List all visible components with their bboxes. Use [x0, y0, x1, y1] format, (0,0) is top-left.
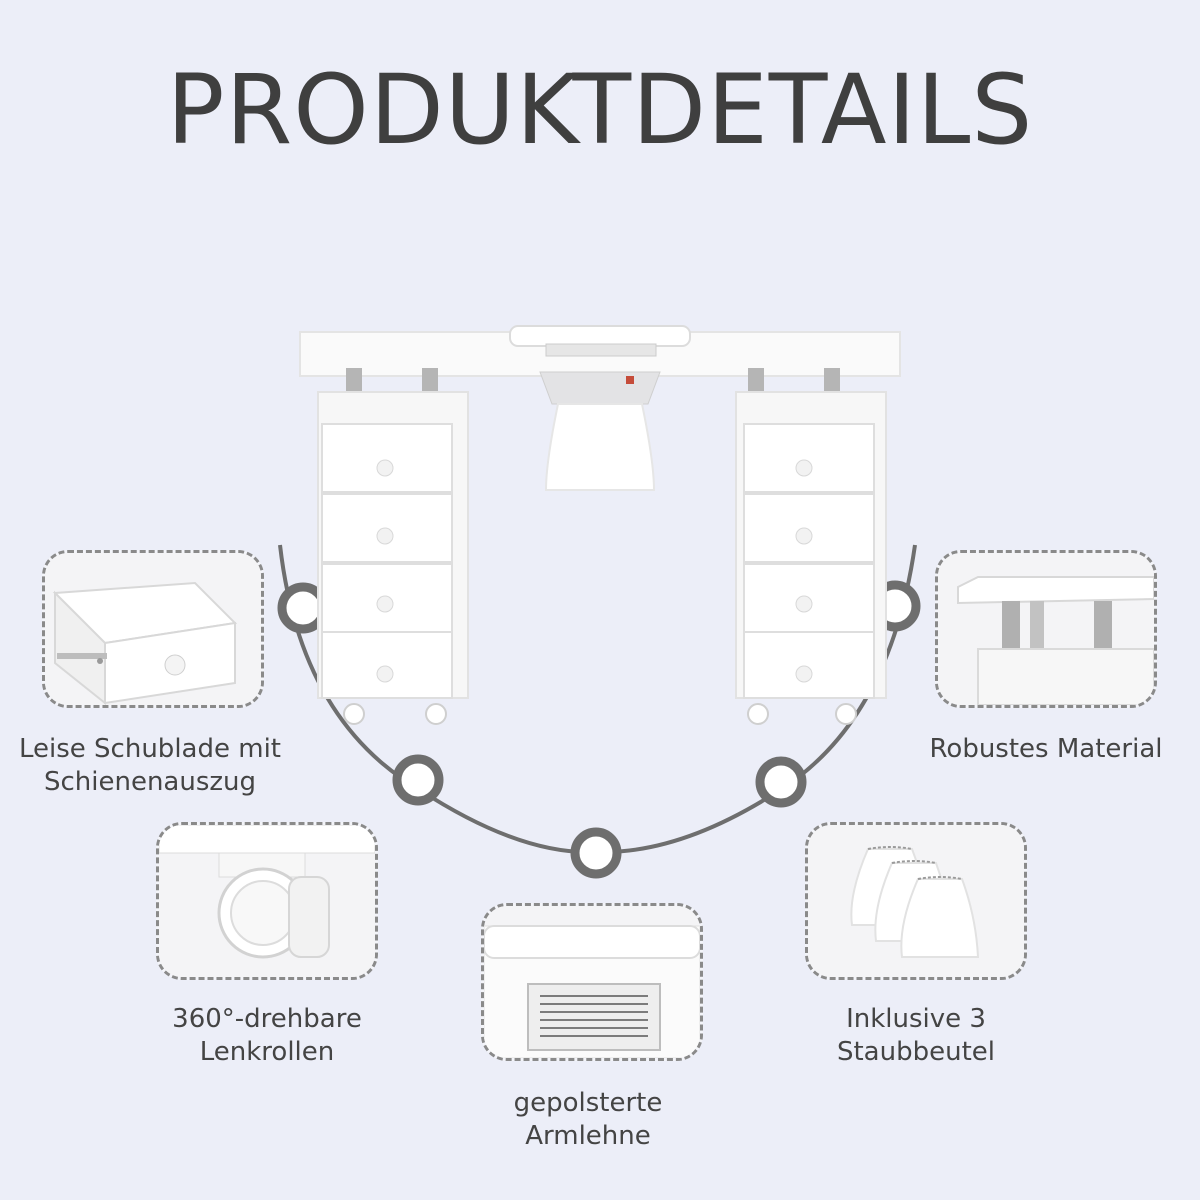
feature-image-armrest	[481, 903, 703, 1061]
feature-image-casters	[156, 822, 378, 980]
feature-image-bags	[805, 822, 1027, 980]
feature-caption-line: 360°-drehbare	[172, 1004, 362, 1034]
feature-caption-line: Leise Schublade mit	[19, 734, 281, 764]
feature-caption-line: gepolsterte	[513, 1088, 663, 1118]
feature-caption-line: Lenkrollen	[199, 1037, 335, 1067]
feature-caption-line: Robustes Material	[929, 734, 1163, 764]
feature-caption-line: Inklusive 3	[846, 1004, 986, 1034]
feature-caption-armrest: gepolsterte Armlehne	[472, 1087, 704, 1153]
feature-caption-drawer: Leise Schublade mit Schienenauszug	[14, 733, 286, 799]
manicure-table-image	[299, 325, 901, 725]
feature-caption-line: Armlehne	[525, 1121, 651, 1151]
page-title: PRODUKTDETAILS	[166, 54, 1034, 166]
feature-image-material	[935, 550, 1157, 708]
connector-node-bags	[755, 756, 807, 808]
feature-caption-bags: Inklusive 3 Staubbeutel	[800, 1003, 1032, 1069]
connector-node-armrest	[570, 827, 622, 879]
feature-caption-line: Staubbeutel	[836, 1037, 995, 1067]
feature-image-drawer	[42, 550, 264, 708]
connector-node-casters	[392, 754, 444, 806]
feature-caption-casters: 360°-drehbare Lenkrollen	[136, 1003, 398, 1069]
feature-caption-material: Robustes Material	[922, 733, 1170, 766]
feature-caption-line: Schienenauszug	[43, 767, 257, 797]
